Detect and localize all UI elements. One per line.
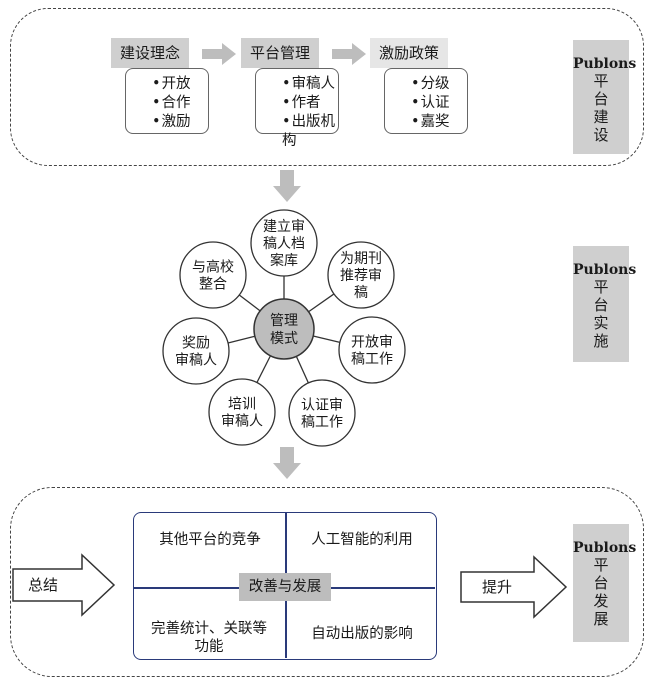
hub-node-label: 认证审 (301, 398, 343, 414)
hub-node-circle (179, 241, 247, 309)
step-list-management: 审稿人 作者 出版机构 (255, 68, 339, 149)
hub-node-circle (338, 316, 406, 384)
hub-node-label: 审稿人 (175, 353, 217, 369)
platform-building-panel (10, 8, 644, 166)
hub-connector (227, 335, 256, 344)
hub-connector (238, 294, 261, 312)
hub-center-label-1: 管理 (270, 313, 298, 329)
improve-arrow (460, 555, 568, 619)
improve-arrow-label: 提升 (482, 578, 513, 596)
hub-node-circle (327, 241, 395, 309)
list-item: 合作 (152, 94, 208, 113)
step-title-concept: 建设理念 (111, 38, 189, 68)
side-label-building: Publons 平台建设 (573, 40, 636, 154)
hub-node-label: 审稿人 (221, 414, 263, 430)
hub-connector (295, 356, 309, 384)
hub-node-label: 为期刊 (340, 251, 382, 267)
down-arrow-1 (273, 170, 301, 202)
side-label-implementation: Publons 平台实施 (573, 246, 636, 362)
step-list-incentive: 分级 认证 嘉奖 (384, 68, 468, 134)
quadrant-ai: 人工智能的利用 (311, 532, 413, 548)
hub-node-label: 开放审 (351, 335, 393, 351)
quadrant-auto-publish: 自动出版的影响 (311, 626, 413, 642)
step-arrow-1 (202, 43, 236, 65)
list-item: 认证 (411, 94, 467, 113)
list-item: 分级 (411, 75, 467, 94)
step-title-incentive: 激励政策 (370, 38, 448, 68)
hub-node-circle (162, 317, 230, 385)
hub-connector (256, 355, 272, 383)
hub-node-label: 稿人档 (263, 236, 305, 252)
hub-node-label: 奖励 (182, 335, 210, 352)
list-item: 开放 (152, 75, 208, 94)
step-title-management: 平台管理 (241, 38, 319, 68)
hub-node-circle (250, 209, 318, 277)
quadrant-statistics: 完善统计、关联等功能 (151, 621, 267, 655)
hub-node-label: 推荐审 (340, 268, 382, 284)
summary-arrow-label: 总结 (28, 576, 59, 594)
hub-node-circle (288, 379, 356, 447)
list-item: 出版机构 (282, 113, 338, 151)
hub-node-label: 与高校 (192, 259, 234, 276)
hub-center-circle (253, 298, 315, 360)
hub-node-label: 稿工作 (301, 415, 343, 431)
list-item: 审稿人 (282, 75, 338, 94)
side-label-development: Publons 平台发展 (573, 524, 636, 642)
down-arrow-2 (273, 447, 301, 479)
list-item: 激励 (152, 113, 208, 132)
summary-arrow (12, 553, 116, 617)
hub-connector (313, 335, 341, 343)
hub-node-label: 整合 (199, 277, 227, 293)
list-item: 嘉奖 (411, 113, 467, 132)
hub-center-label-2: 模式 (270, 331, 298, 347)
list-item: 作者 (282, 94, 338, 113)
step-list-concept: 开放 合作 激励 (125, 68, 209, 134)
hub-node-circle (208, 378, 276, 446)
quadrant-competition: 其他平台的竞争 (159, 532, 261, 548)
platform-development-panel (10, 487, 644, 677)
development-center-tag: 改善与发展 (239, 573, 331, 601)
hub-node-label: 稿工作 (351, 352, 393, 368)
hub-node-label: 建立审 (263, 219, 305, 235)
step-arrow-2 (332, 43, 366, 65)
hub-node-label: 培训 (228, 397, 256, 413)
hub-node-label: 稿 (354, 285, 368, 301)
hub-connector (308, 293, 335, 313)
hub-node-label: 案库 (270, 252, 298, 269)
